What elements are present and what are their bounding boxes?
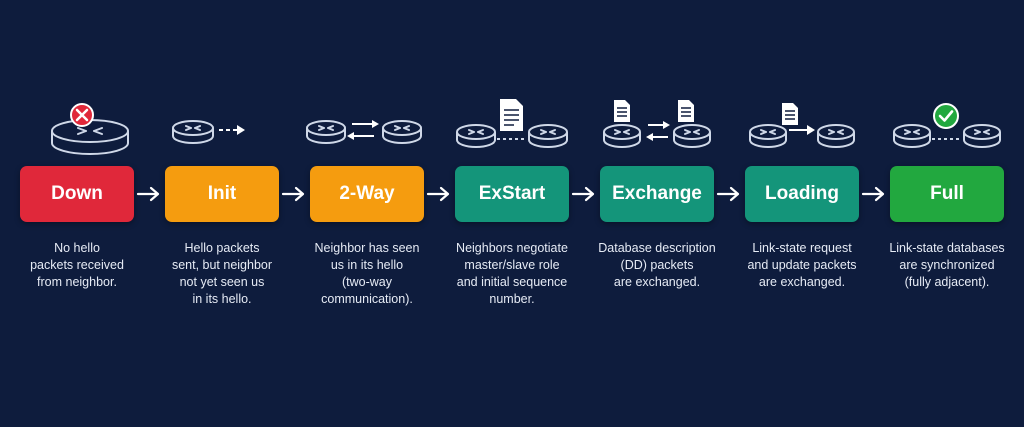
routers-bidirectional-icon — [306, 120, 422, 144]
stage-loading-label: Loading — [765, 183, 839, 204]
stage-init-label: Init — [207, 183, 237, 204]
flow-arrow-icon — [571, 186, 595, 202]
router-arrow-icon — [172, 120, 245, 144]
stage-down-description: No hello packets received from neighbor. — [30, 241, 124, 289]
stage-2-way-label: 2-Way — [339, 183, 395, 204]
flow-arrow-icon — [426, 186, 450, 202]
stage-exchange-description: Database description (DD) packets are ex… — [598, 241, 716, 289]
routers-check-icon — [893, 103, 1001, 148]
stage-exstart-label: ExStart — [478, 183, 546, 204]
stage-full: Full — [890, 166, 1004, 222]
stage-loading-description: Link-state request and update packets ar… — [747, 241, 857, 289]
stage-full-label: Full — [930, 183, 964, 204]
flow-arrow-icon — [716, 186, 740, 202]
stage-exstart: ExStart — [455, 166, 569, 222]
stage-loading: Loading — [745, 166, 859, 222]
stage-full-description: Link-state databases are synchronized (f… — [889, 241, 1005, 289]
flow-arrow-icon — [861, 186, 885, 202]
routers-documents-exchange-icon — [603, 100, 711, 148]
stage-exstart-description: Neighbors negotiate master/slave role an… — [456, 241, 568, 306]
routers-document-arrow-icon — [749, 103, 855, 148]
stage-2-way-description: Neighbor has seen us in its hello (two-w… — [314, 241, 420, 306]
router-x-icon — [51, 103, 129, 155]
flow-arrow-icon — [281, 186, 305, 202]
stage-exchange: Exchange — [600, 166, 714, 222]
routers-document-icon — [456, 99, 568, 148]
flow-arrow-icon — [136, 186, 160, 202]
stage-2-way: 2-Way — [310, 166, 424, 222]
stage-init: Init — [165, 166, 279, 222]
stage-down: Down — [20, 166, 134, 222]
stage-down-label: Down — [51, 183, 103, 204]
stage-init-description: Hello packets sent, but neighbor not yet… — [171, 241, 273, 306]
stage-exchange-label: Exchange — [612, 183, 702, 204]
